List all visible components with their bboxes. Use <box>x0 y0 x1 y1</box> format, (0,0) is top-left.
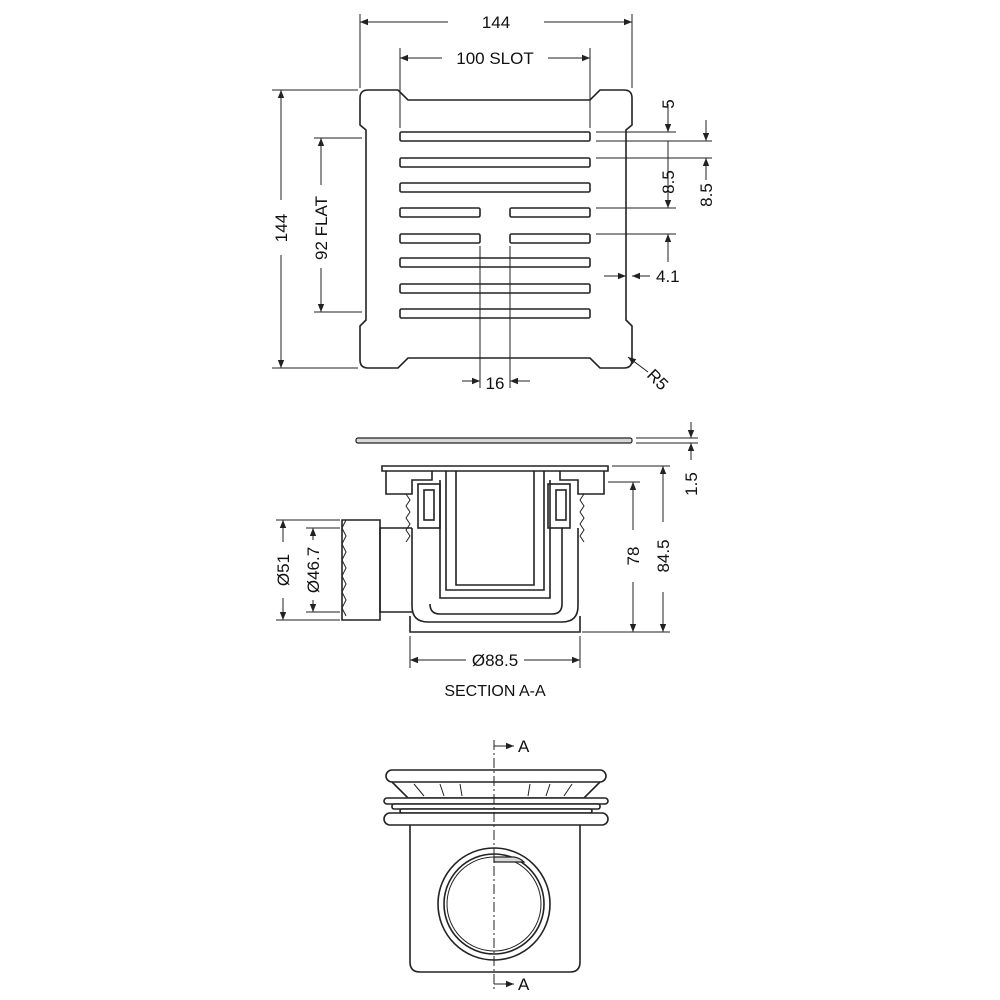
dim-height: 144 <box>272 89 358 369</box>
slot <box>399 257 591 268</box>
slots <box>399 131 591 319</box>
slot <box>399 182 591 193</box>
dim-outer-dia-label: Ø51 <box>274 554 293 586</box>
dim-width: 144 <box>359 13 633 88</box>
dim-pitch-outer-label: 8.5 <box>697 183 716 207</box>
slot <box>509 233 591 244</box>
dim-outlet: Ø51 Ø46.7 <box>274 519 340 621</box>
dim-side-gap-label: 4.1 <box>656 267 680 286</box>
slot <box>399 308 591 319</box>
dim-body-dia-label: Ø88.5 <box>472 651 518 670</box>
dim-depth: 78 84.5 <box>582 465 673 633</box>
top-view: 144 100 SLOT 144 92 FLAT <box>272 13 716 394</box>
slot <box>399 131 591 142</box>
slot <box>509 207 591 218</box>
front-body <box>409 825 581 973</box>
dim-depth-inner-label: 78 <box>624 547 643 566</box>
dim-flat-label: 92 FLAT <box>312 196 331 260</box>
front-body-flange <box>383 812 609 826</box>
slot <box>399 233 481 244</box>
grate-outline <box>359 89 633 369</box>
dim-slot-width-label: 100 SLOT <box>456 49 534 68</box>
dim-gap-label: 5 <box>659 99 678 108</box>
section-inner-cup <box>439 480 551 599</box>
dim-flat: 92 FLAT <box>312 137 362 313</box>
dim-side-gap: 4.1 <box>604 267 680 286</box>
dim-slot-pitch: 5 8.5 8.5 <box>596 99 716 262</box>
section-label-bottom: A <box>518 975 530 994</box>
slot <box>399 283 591 294</box>
dim-center-gap-label: 16 <box>486 374 505 393</box>
dim-depth-total-label: 84.5 <box>654 539 673 572</box>
dim-inner-dia-label: Ø46.7 <box>304 547 323 593</box>
section-label-top: A <box>518 737 530 756</box>
section-flange <box>381 465 609 472</box>
front-grate <box>385 769 607 783</box>
dim-pitch-inner-label: 8.5 <box>659 170 678 194</box>
section-body <box>411 528 579 623</box>
dim-corner-radius-label: R5 <box>643 365 672 394</box>
dim-grate-thickness: 1.5 <box>636 422 701 496</box>
dim-height-label: 144 <box>272 214 291 242</box>
slot <box>399 207 481 218</box>
dim-corner-radius: R5 <box>627 356 672 394</box>
section-view: 1.5 78 84.5 Ø51 Ø46.7 <box>274 422 701 700</box>
dim-width-label: 144 <box>482 13 510 32</box>
section-caption: SECTION A-A <box>444 683 546 700</box>
dim-center-gap: 16 <box>462 246 530 393</box>
slot <box>399 157 591 168</box>
dim-slot-width: 100 SLOT <box>399 48 591 128</box>
section-grate <box>355 437 633 444</box>
dim-body-dia: Ø88.5 <box>409 636 581 670</box>
dim-grate-thickness-label: 1.5 <box>682 472 701 496</box>
front-view: A A <box>383 737 609 994</box>
